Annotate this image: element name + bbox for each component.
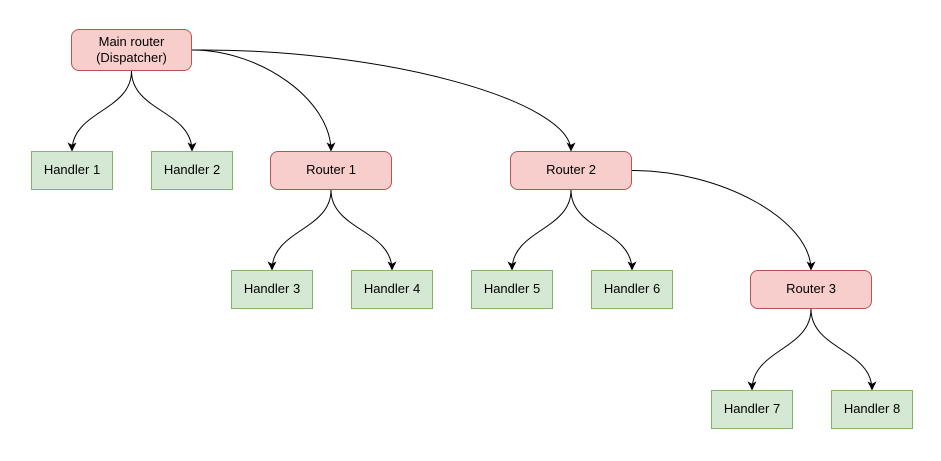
node-handler-6: Handler 6 <box>591 270 673 309</box>
node-handler-1: Handler 1 <box>31 151 113 190</box>
node-label: Handler 5 <box>483 281 541 297</box>
node-router-3: Router 3 <box>750 270 872 309</box>
node-handler-3: Handler 3 <box>231 270 313 309</box>
node-label: Handler 4 <box>363 281 421 297</box>
node-label: Handler 6 <box>603 281 661 297</box>
edge-main-router-to-router-2 <box>191 49 576 152</box>
edge-router-3-to-handler-8 <box>810 308 877 391</box>
node-label: Handler 3 <box>243 281 301 297</box>
node-label: Main router (Dispatcher) <box>96 33 167 65</box>
node-label: Handler 8 <box>843 401 901 417</box>
node-label: Handler 7 <box>723 401 781 417</box>
edge-router-2-to-handler-5 <box>507 189 572 271</box>
edge-router-2-to-router-3 <box>631 170 816 271</box>
edge-router-2-to-handler-6 <box>570 189 637 271</box>
edge-router-3-to-handler-7 <box>747 308 812 391</box>
node-handler-5: Handler 5 <box>471 270 553 309</box>
node-router-1: Router 1 <box>270 151 392 190</box>
node-handler-8: Handler 8 <box>831 390 913 429</box>
node-handler-4: Handler 4 <box>351 270 433 309</box>
edge-main-router-to-router-1 <box>191 49 336 152</box>
node-label: Handler 2 <box>163 162 221 178</box>
node-label: Router 1 <box>306 162 356 178</box>
edge-main-router-to-handler-1 <box>67 70 132 152</box>
node-main-router: Main router (Dispatcher) <box>71 29 192 71</box>
edge-router-1-to-handler-3 <box>267 189 332 271</box>
node-label: Handler 1 <box>43 162 101 178</box>
node-handler-2: Handler 2 <box>151 151 233 190</box>
edge-router-1-to-handler-4 <box>330 189 397 271</box>
node-handler-7: Handler 7 <box>711 390 793 429</box>
node-label: Router 3 <box>786 281 836 297</box>
node-label: Router 2 <box>546 162 596 178</box>
node-router-2: Router 2 <box>510 151 632 190</box>
edge-main-router-to-handler-2 <box>131 70 197 152</box>
